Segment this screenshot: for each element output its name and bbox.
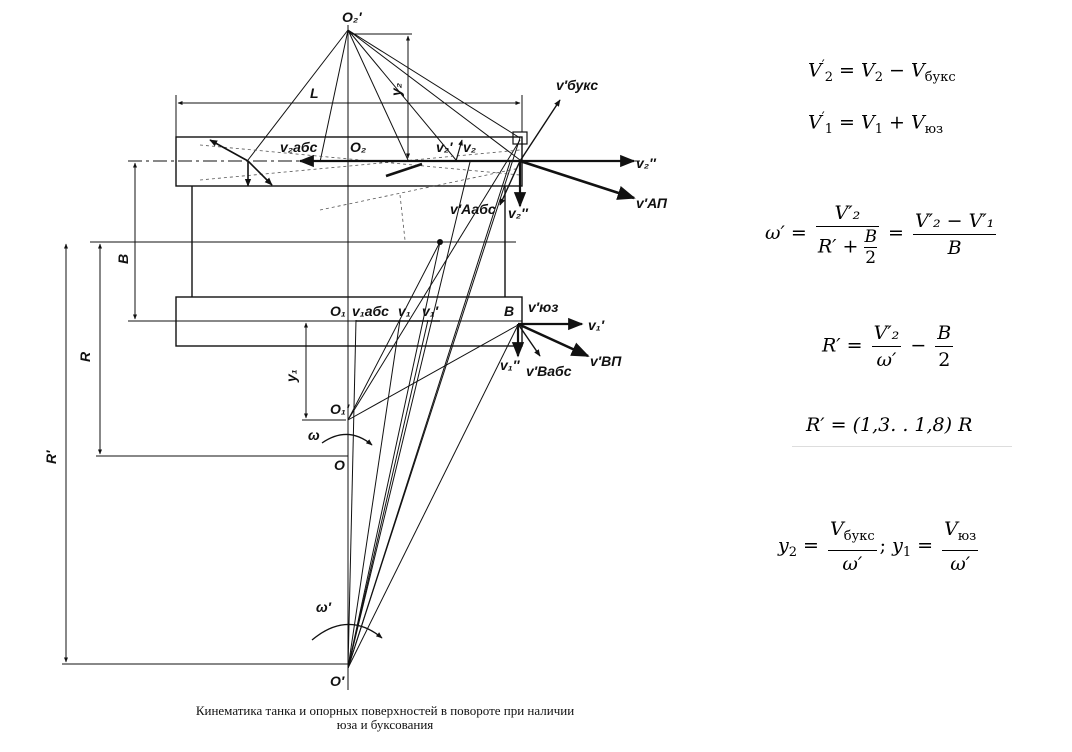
label-O1-prime: O₁′ xyxy=(330,401,350,417)
upper-velocity-vectors xyxy=(209,99,636,208)
label-v-yuz: v′юз xyxy=(528,299,558,315)
formula-R-prime: R′ = V′₂ ω′ − B 2 xyxy=(822,322,954,371)
label-v2-prime: v₂′ xyxy=(436,139,453,155)
label-v2-abs: v₂абс xyxy=(280,139,318,155)
label-O-prime: O′ xyxy=(330,673,345,689)
R-fraction-1: V′₂ ω′ xyxy=(871,322,902,371)
formula-R-prime-range: R′ = (1,3. . 1,8) R xyxy=(806,414,973,436)
label-v2-double-prime-right: v₂″ xyxy=(636,155,657,171)
lower-velocity-vectors xyxy=(356,317,590,358)
label-B-dimension: B xyxy=(115,254,131,264)
formula-v1-prime: V′1 = V1 + Vюз xyxy=(808,110,944,138)
label-omega-prime: ω′ xyxy=(316,599,332,615)
label-R-prime: R′ xyxy=(43,450,59,464)
R-fraction-2: B 2 xyxy=(935,322,954,371)
label-L: L xyxy=(310,85,319,101)
tank-center-point xyxy=(437,239,443,245)
dimension-y1 xyxy=(302,322,346,421)
label-v1-prime: v₁′ xyxy=(422,303,439,319)
label-y1: y₁ xyxy=(283,369,299,383)
label-O: O xyxy=(334,457,345,473)
label-v1: v₁ xyxy=(398,303,411,319)
formula-v2-prime: V′2 = V2 − Vбукс xyxy=(808,58,956,86)
label-v1-abs: v₁абс xyxy=(352,303,389,319)
rays-from-O1-prime xyxy=(347,139,521,421)
formula-y2-y1: y2 = Vбукс ω′ ; y1 = Vюз ω′ xyxy=(778,518,979,575)
label-v-buks: v′букс xyxy=(556,77,598,93)
rays-from-O2-prime xyxy=(247,29,521,163)
omega-rotation-arrow xyxy=(321,433,373,446)
rays-from-O-prime xyxy=(347,137,521,669)
label-v1-prime-right: v₁′ xyxy=(588,317,605,333)
label-v2-double-prime-low: v₂″ xyxy=(508,205,529,221)
label-y2: y₂ xyxy=(388,83,404,97)
label-vBP: v′ВП xyxy=(590,353,622,369)
dimension-L xyxy=(175,95,523,137)
label-O2: O₂ xyxy=(350,139,366,155)
label-R: R xyxy=(77,351,93,362)
construction-lines xyxy=(199,144,521,241)
label-vA-abs: v′Аабс xyxy=(450,201,496,217)
label-v2: v₂ xyxy=(463,139,476,155)
formula-underline xyxy=(792,446,1012,447)
dimension-R xyxy=(96,243,348,457)
label-B-point: B xyxy=(504,303,514,319)
label-O2-prime: O₂′ xyxy=(342,9,362,25)
y1-fraction: Vюз ω′ xyxy=(942,518,979,575)
label-O1: O₁ xyxy=(330,303,346,319)
kinematics-diagram: O₂′ L y₂ v′букс v₂абс O₂ v₂′ v₂ v₂″ v′АП… xyxy=(43,9,668,690)
omega-prime-rotation-arrow xyxy=(311,623,383,641)
y2-fraction: Vбукс ω′ xyxy=(828,518,877,575)
label-vAP: v′АП xyxy=(636,195,668,211)
omega-fraction-2: V′₂ − V′₁ B xyxy=(912,209,997,259)
label-vB-abs: v′Вабс xyxy=(526,363,572,379)
dimension-R-prime xyxy=(62,243,348,665)
caption-line-2: юза и буксования xyxy=(336,717,434,732)
figure-caption: Кинематика танка и опорных поверхностей … xyxy=(60,704,710,732)
dimension-y2 xyxy=(350,33,412,159)
label-v1-double-prime: v₁″ xyxy=(500,357,521,373)
label-omega: ω xyxy=(308,427,320,443)
diagram-labels: O₂′ L y₂ v′букс v₂абс O₂ v₂′ v₂ v₂″ v′АП… xyxy=(43,9,668,689)
caption-line-1: Кинематика танка и опорных поверхностей … xyxy=(195,703,575,718)
